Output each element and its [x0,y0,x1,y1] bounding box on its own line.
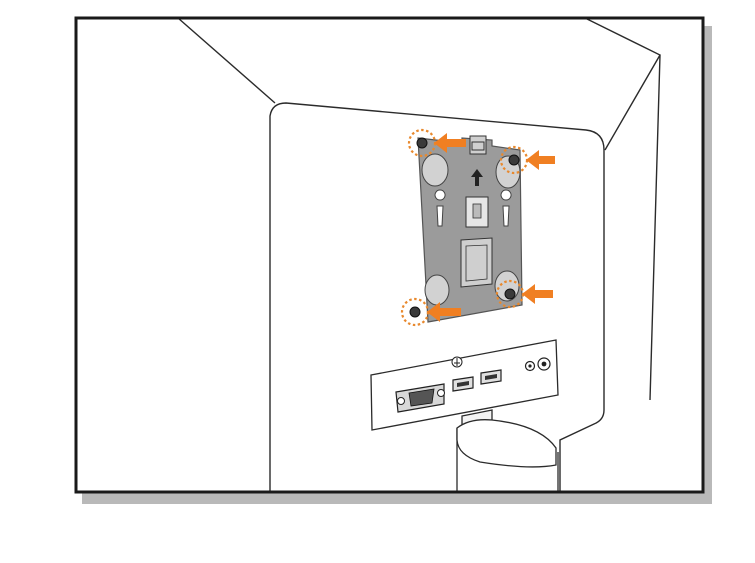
orange-arrow-icon [427,133,555,322]
grounding-symbol-icon [451,356,463,368]
audio-jack [524,360,536,372]
audio-jack [537,357,551,371]
plate-top-clip [469,135,487,155]
vga-port [395,383,445,413]
plate-lower-slot-inner [465,244,488,282]
monitor-shell-outline [177,18,661,401]
figure-frame-border [74,16,705,494]
plate-latch-slot [472,203,482,219]
up-arrow-icon [471,169,483,186]
plate-keyholes [434,189,512,227]
monitor-illustration [177,18,661,492]
plate-lower-slot [460,237,493,288]
hdmi-port [452,376,474,392]
hdmi-port [480,369,502,385]
mounting-screws [409,137,520,318]
monitor-stand-neck [456,409,559,492]
